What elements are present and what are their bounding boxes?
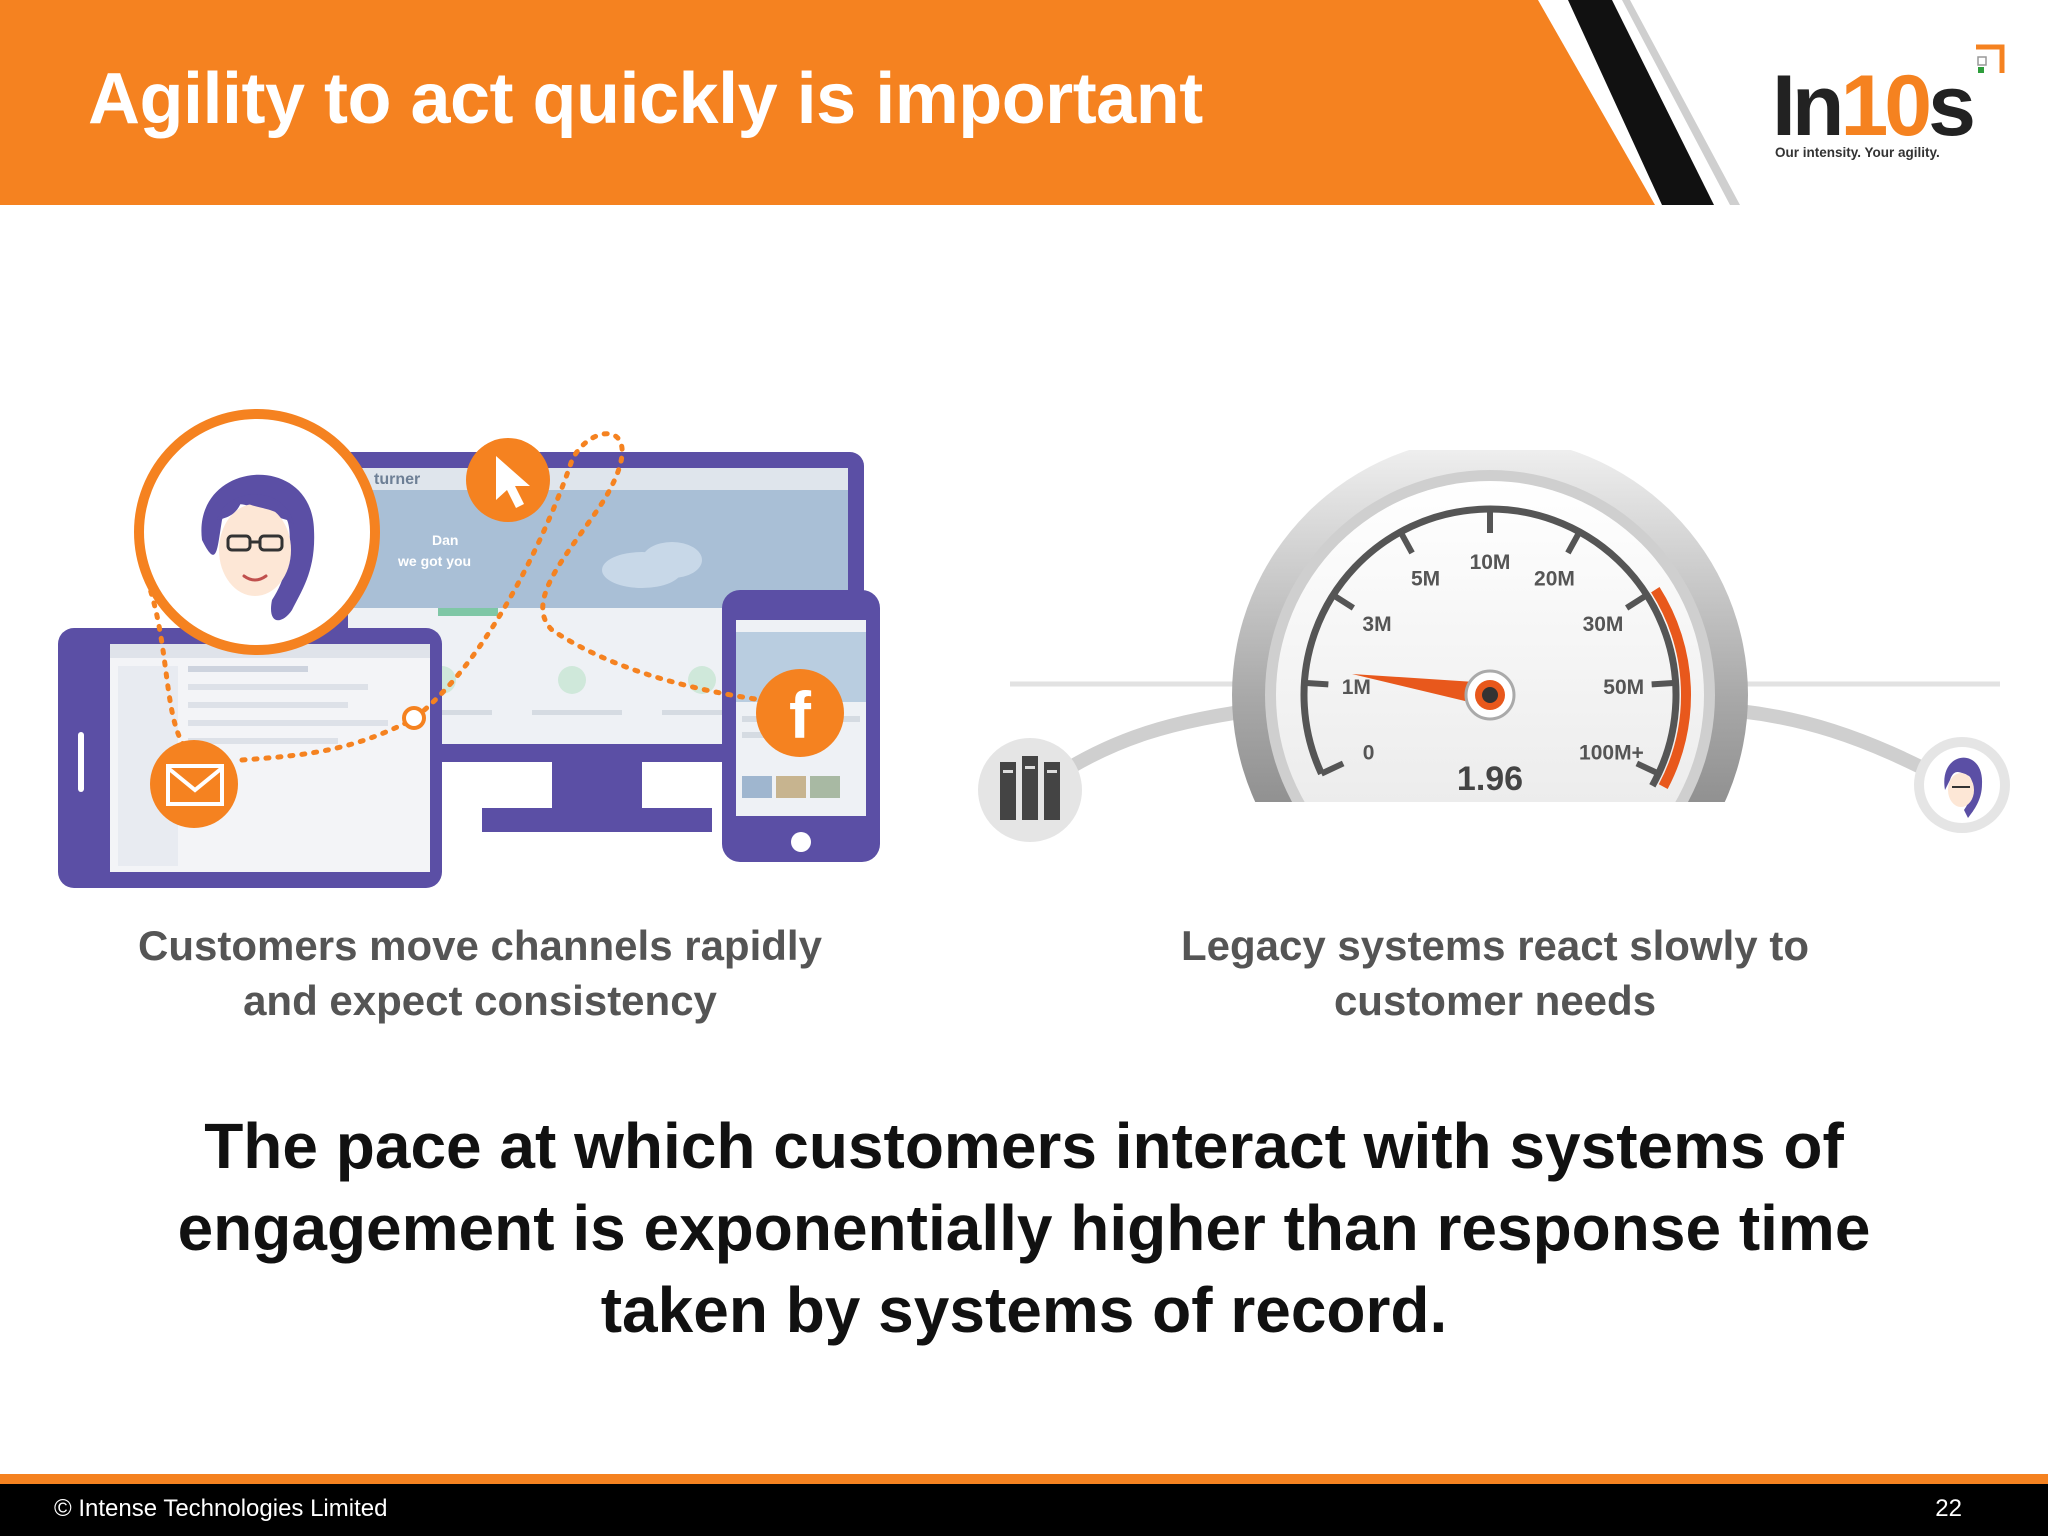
gauge-tick: [1651, 679, 1676, 688]
svg-text:turner: turner: [374, 471, 420, 488]
footer-accent-bar: [0, 1474, 2048, 1484]
mail-icon: [150, 740, 238, 828]
gauge-tick: [1625, 592, 1649, 611]
speedometer-illustration: 0 1M 3M 5M 10M 20M 30M 50M 100M+ 1.96: [978, 450, 2010, 842]
svg-text:f: f: [789, 678, 812, 752]
gauge-tick-label: 50M: [1603, 676, 1644, 699]
speed-gauge: 0 1M 3M 5M 10M 20M 30M 50M 100M+: [1232, 450, 1748, 802]
gauge-tick: [1635, 760, 1660, 777]
gauge-tick-label: 30M: [1583, 613, 1624, 636]
gauge-red-zone: [1651, 587, 1691, 789]
company-logo: In10s Our intensity. Your agility.: [1772, 44, 2012, 165]
gauge-tick: [1320, 760, 1345, 777]
svg-text:Dan: Dan: [432, 532, 458, 548]
gauge-tick-label: 100M+: [1579, 742, 1644, 765]
gauge-tick-label: 3M: [1362, 613, 1391, 636]
gauge-tick: [1304, 679, 1329, 688]
multichannel-devices-illustration: turner Dan we got you: [58, 409, 880, 888]
logo-corner-icon: [1976, 44, 2005, 73]
gauge-tick-label: 10M: [1470, 551, 1511, 574]
key-statement: The pace at which customers interact wit…: [177, 1110, 1871, 1346]
svg-text:we got you: we got you: [397, 553, 471, 569]
slide-title: Agility to act quickly is important: [88, 59, 1203, 139]
gauge-tick: [1565, 530, 1583, 555]
cursor-icon: [466, 438, 550, 522]
logo-wordmark: In10s: [1772, 58, 1976, 154]
caption-legacy-systems: Legacy systems react slowly to customer …: [1181, 922, 1809, 1024]
gauge-tick-label: 5M: [1411, 568, 1440, 591]
gauge-tick: [1331, 592, 1355, 611]
gauge-needle: [1352, 669, 1516, 721]
copyright-notice: © Intense Technologies Limited: [54, 1495, 388, 1522]
facebook-icon: f: [756, 669, 844, 757]
tablet-icon: [58, 628, 442, 888]
gauge-tick-label: 1M: [1342, 676, 1371, 699]
gauge-tick-label: 20M: [1534, 568, 1575, 591]
gauge-tick: [1397, 530, 1415, 555]
logo-tagline: Our intensity. Your agility.: [1775, 145, 1940, 160]
user-avatar-icon: [1914, 737, 2010, 833]
footer: © Intense Technologies Limited 22: [0, 1484, 2048, 1536]
gauge-readout: 1.96: [1457, 760, 1523, 798]
server-icon: [978, 738, 1082, 842]
page-number: 22: [1935, 1495, 1962, 1522]
user-avatar-icon: [134, 409, 380, 655]
caption-customers: Customers move channels rapidly and expe…: [138, 922, 822, 1024]
gauge-tick-label: 0: [1363, 742, 1375, 765]
header-band: [0, 0, 1740, 205]
